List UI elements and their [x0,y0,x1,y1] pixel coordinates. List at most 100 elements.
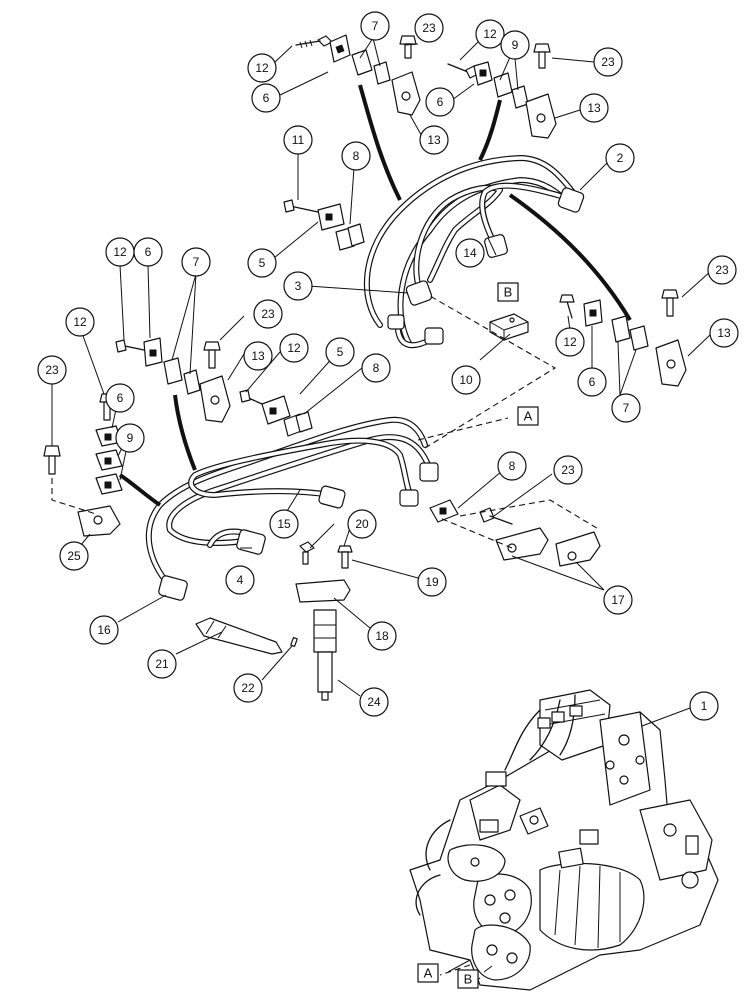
svg-text:2: 2 [617,151,624,165]
svg-text:12: 12 [255,61,269,75]
callout-8: 8 [497,451,527,481]
connector-block-10 [489,313,529,341]
clamp-half-7b-right [629,325,649,351]
svg-text:22: 22 [241,681,255,695]
svg-text:12: 12 [287,341,301,355]
callout-22: 22 [233,673,263,703]
svg-text:8: 8 [509,459,516,473]
callout-12: 12 [65,307,95,337]
svg-text:24: 24 [367,695,381,709]
fitting-2 [557,187,585,213]
svg-text:A: A [524,409,533,424]
fitting-nut-lower-2 [419,462,439,482]
svg-text:8: 8 [353,149,360,163]
callout-5: 5 [325,337,355,367]
callout-13: 13 [709,318,739,348]
bolt-23-stack [43,445,61,475]
svg-text:21: 21 [155,657,169,671]
callout-6: 6 [133,237,163,267]
callout-12: 12 [279,333,309,363]
svg-text:23: 23 [422,21,436,35]
svg-text:23: 23 [715,263,729,277]
svg-text:13: 13 [717,326,731,340]
nozzle-tube-21 [195,617,283,655]
clamp-half-7a-left [163,357,183,385]
svg-text:9: 9 [512,38,519,52]
callout-8: 8 [361,353,391,383]
hose-sleeves [118,84,632,507]
callout-24: 24 [359,687,389,717]
ref-box-b-upper: B [497,282,519,302]
svg-text:13: 13 [251,349,265,363]
svg-text:12: 12 [113,245,127,259]
clamp-group-right [559,289,687,387]
svg-text:18: 18 [375,629,389,643]
svg-text:16: 16 [97,623,111,637]
ref-box-b-lower: B [457,969,479,989]
clamp-plate-18 [295,579,351,603]
callout-18: 18 [367,621,397,651]
callout-23: 23 [593,47,623,77]
clamp-group-top-left [295,34,421,116]
fitting-16 [158,575,188,601]
svg-text:23: 23 [601,55,615,69]
svg-text:7: 7 [623,401,630,415]
svg-text:12: 12 [563,335,577,349]
svg-text:B: B [504,285,513,300]
svg-text:11: 11 [292,133,305,147]
callout-15: 15 [269,509,299,539]
svg-text:13: 13 [427,133,441,147]
ref-box-a-lower: A [417,963,439,983]
svg-text:6: 6 [117,391,124,405]
callout-6: 6 [251,83,281,113]
svg-text:19: 19 [425,575,439,589]
callout-12: 12 [555,327,585,357]
bolt-23-lower [479,507,513,525]
svg-text:A: A [424,966,433,981]
callout-7: 7 [360,11,390,41]
svg-text:20: 20 [355,517,369,531]
svg-text:4: 4 [237,573,244,587]
fitting-15 [318,485,346,509]
callout-23: 23 [707,255,737,285]
callout-23: 23 [37,355,67,385]
svg-text:6: 6 [437,95,444,109]
svg-text:12: 12 [483,27,497,41]
bolt-23-top [399,35,417,59]
callout-5: 5 [247,248,277,278]
fitting-nut-lower [399,489,419,507]
svg-text:25: 25 [67,549,81,563]
callout-12: 12 [475,19,505,49]
clamp-group-middle-upper [283,199,365,251]
bolt-23-left [203,341,221,369]
callout-23: 23 [553,455,583,485]
svg-text:1: 1 [701,699,708,713]
callout-16: 16 [89,615,119,645]
svg-text:13: 13 [587,101,601,115]
callout-6: 6 [105,383,135,413]
bolt-23-top-right [533,43,551,69]
fitting-4 [236,529,266,555]
injector-24 [313,609,337,701]
callout-12: 12 [247,53,277,83]
fitting-3 [405,280,433,306]
callout-3: 3 [283,271,313,301]
bolt-23-right [661,289,679,317]
svg-text:9: 9 [127,431,134,445]
clamp-half-9a [493,72,513,98]
callout-10: 10 [451,365,481,395]
svg-text:5: 5 [337,345,344,359]
callout-9: 9 [500,30,530,60]
callout-9: 9 [115,423,145,453]
svg-text:15: 15 [277,517,291,531]
clamp-stack-left [43,393,123,537]
lower-fuel-line-bundle [145,416,439,601]
clamp-half-7a-right [611,315,631,343]
callout-7: 7 [611,393,641,423]
callout-13: 13 [579,93,609,123]
svg-text:23: 23 [261,307,275,321]
svg-text:14: 14 [463,246,477,260]
callout-25: 25 [59,541,89,571]
svg-text:7: 7 [372,19,379,33]
